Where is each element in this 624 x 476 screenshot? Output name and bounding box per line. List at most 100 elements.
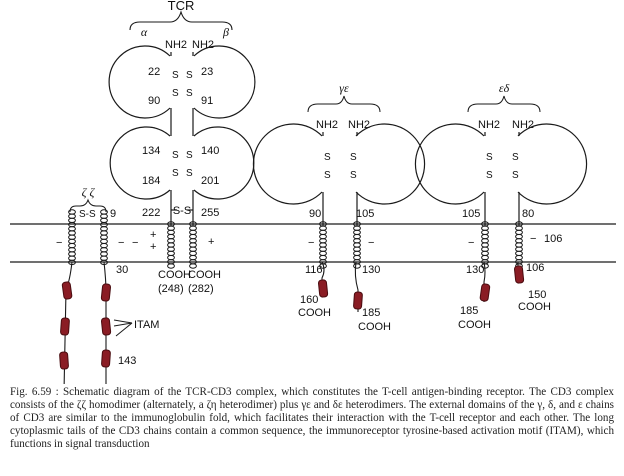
epsilon-nh2: NH2	[348, 119, 370, 131]
alpha-res-90: 90	[148, 95, 160, 107]
delta-res-106: 106	[526, 262, 544, 274]
itam-segment	[101, 349, 111, 368]
beta-v-disulfide-s2: S	[186, 88, 193, 99]
itam-segment	[60, 317, 70, 336]
beta-v-disulfide-s1: S	[186, 70, 193, 81]
zeta1-minus: −	[56, 237, 62, 249]
beta-chain-label: β	[222, 25, 229, 39]
epsilon-disulfide-s2: S	[350, 170, 357, 181]
beta-res-282: (282)	[188, 283, 214, 295]
helix-turn	[353, 263, 361, 269]
alpha-res-22: 22	[148, 66, 160, 78]
epsilon2-res-130: 130	[466, 264, 484, 276]
beta-c-disulfide-s1: S	[186, 150, 193, 161]
epsilon2-ig-domain	[414, 123, 485, 205]
helix-turn	[189, 263, 197, 269]
cell-membrane	[10, 223, 616, 263]
alpha-tm-plus-1: +	[150, 229, 156, 241]
itam-segment	[100, 283, 112, 302]
alpha-constant-domain	[109, 126, 171, 200]
gamma-tail	[321, 261, 325, 292]
zeta-res-9: 9	[110, 208, 116, 220]
itam-segment	[61, 281, 73, 300]
beta-res-201: 201	[201, 175, 219, 187]
epsilon-disulfide-s1: S	[350, 152, 357, 163]
alpha-v-disulfide-s2: S	[172, 88, 179, 99]
epsilon-delta-label: εδ	[499, 81, 510, 95]
beta-constant-domain	[193, 126, 255, 200]
tcr-cd3-diagram: TCR α β NH2 NH2 S S S S S S S S	[10, 0, 616, 413]
gamma-transmembrane-helix	[319, 221, 327, 269]
zeta-res-143: 143	[118, 355, 136, 367]
gamma-nh2: NH2	[316, 119, 338, 131]
zeta-res-30: 30	[116, 264, 128, 276]
gamma-res-160: 160	[300, 294, 318, 306]
alpha-res-134: 134	[142, 145, 160, 157]
delta-ig-domain	[517, 123, 588, 205]
gamma-disulfide-s2: S	[324, 170, 331, 181]
alpha-variable-domain	[108, 45, 171, 119]
tcr-brace	[129, 10, 233, 31]
tcr-interchain-ss: S-S	[173, 205, 191, 217]
itam-segment	[317, 279, 329, 298]
tcr-label: TCR	[168, 0, 195, 13]
beta-res-255: 255	[201, 207, 219, 219]
delta-minus: −	[530, 233, 536, 245]
alpha-nh2: NH2	[165, 39, 187, 51]
epsilon2-tail	[483, 261, 486, 302]
delta-cooh: COOH	[518, 301, 551, 313]
alpha-chain-label: α	[141, 25, 148, 39]
delta-disulfide-s2: S	[512, 170, 519, 181]
epsilon2-res-105: 105	[462, 208, 480, 220]
beta-cooh: COOH	[188, 269, 221, 281]
alpha-res-248: (248)	[158, 283, 184, 295]
zeta1-transmembrane-helix	[68, 209, 76, 266]
epsilon-transmembrane-helix	[353, 221, 361, 269]
gamma-cooh: COOH	[298, 307, 331, 319]
alpha-res-184: 184	[142, 175, 160, 187]
ge-brace	[307, 95, 381, 113]
epsilon-cooh: COOH	[358, 321, 391, 333]
gamma-res-116: 116	[305, 264, 323, 276]
epsilon2-transmembrane-helix	[481, 221, 489, 269]
beta-res-140: 140	[201, 145, 219, 157]
itam-segment	[513, 265, 525, 284]
ed-brace	[467, 95, 541, 113]
beta-transmembrane-helix	[189, 221, 197, 269]
alpha-res-222: 222	[142, 207, 160, 219]
zz-disulfide: S-S	[79, 209, 96, 220]
delta-res-150: 150	[528, 289, 546, 301]
epsilon2-disulfide-s1: S	[486, 152, 493, 163]
epsilon2-res-185: 185	[460, 305, 478, 317]
helix-turn	[167, 263, 175, 269]
alpha-tm-plus-2: +	[150, 241, 156, 253]
epsilon2-disulfide-s2: S	[486, 170, 493, 181]
gamma-disulfide-s1: S	[324, 152, 331, 163]
gamma-res-90: 90	[309, 208, 321, 220]
gamma-ig-domain	[252, 123, 323, 205]
beta-c-disulfide-s2: S	[186, 168, 193, 179]
figure-number: Fig. 6.59 :	[10, 386, 59, 398]
beta-variable-domain	[193, 45, 256, 119]
zeta-zeta-homodimer: ζ ζ S-S 9 − − 30 ITAM 143	[56, 185, 159, 400]
delta-disulfide-s1: S	[512, 152, 519, 163]
epsilon-res-105: 105	[356, 208, 374, 220]
itam-segment	[479, 283, 491, 302]
beta-res-91: 91	[201, 95, 213, 107]
itam-segment	[59, 351, 69, 370]
epsilon-delta-heterodimer: εδ NH2 NH2 S S S S 105 80 − − 106 130 10…	[414, 81, 588, 331]
itam-segment	[353, 291, 363, 310]
epsilon-res-130: 130	[362, 264, 380, 276]
delta-res-80: 80	[522, 208, 534, 220]
zeta-label: ζ ζ	[82, 185, 96, 199]
alpha-v-disulfide-s1: S	[172, 70, 179, 81]
beta-tm-plus: +	[208, 236, 214, 248]
gamma-epsilon-heterodimer: γε NH2 NH2 S S S S 90 105 − − 116 130 16…	[252, 81, 426, 333]
itam-segment	[100, 317, 112, 336]
alpha-c-disulfide-s2: S	[172, 168, 179, 179]
epsilon-res-185: 185	[362, 307, 380, 319]
gamma-epsilon-label: γε	[339, 81, 349, 95]
epsilon-ig-domain	[355, 123, 426, 205]
figure-caption: Fig. 6.59 : Schematic diagram of the TCR…	[10, 386, 614, 451]
beta-res-23: 23	[201, 66, 213, 78]
